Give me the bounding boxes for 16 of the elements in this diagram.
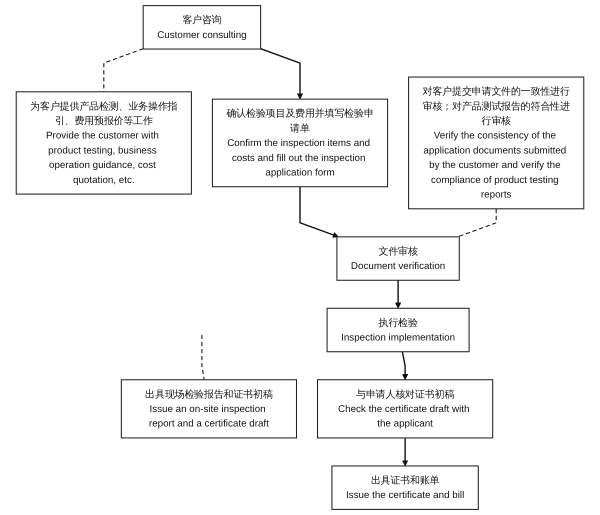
connector — [458, 208, 497, 238]
arrow — [402, 352, 408, 380]
arrow — [395, 280, 402, 309]
node-box: 执行检验 Inspection implementation — [326, 308, 470, 352]
node-box: 为客户提供产品检测、业务操作指引、费用预报价等工作 Provide the customer with product testing, business operation guidance, cost quotation, etc. — [16, 91, 192, 195]
arrow — [260, 48, 304, 100]
node-box: 出具证书和账单 Issue the certificate and bill — [331, 465, 479, 510]
arrow — [299, 186, 339, 238]
node-box: 对客户提交申请文件的一致性进行审核；对产品测试报告的符合性进行审核 Verify the consistency of the application documents submitted by the customer and verify the compliance of product testing reports — [408, 76, 584, 210]
node-box: 出具现场检验报告和证书初稿 Issue an on-site inspection report and a certificate draft — [120, 379, 298, 438]
arrow — [402, 438, 408, 466]
node-box: 客户咨询 Customer consulting — [142, 5, 262, 50]
node-box: 文件审核 Document verification — [336, 236, 460, 281]
node-box: 与申请人核对证书初稿 Check the certificate draft with the applicant — [317, 379, 494, 438]
connector — [201, 334, 205, 380]
node-box: 确认检验项目及费用并填写检验申请单 Confirm the inspection items and costs and fill out the inspection application form — [212, 98, 388, 188]
